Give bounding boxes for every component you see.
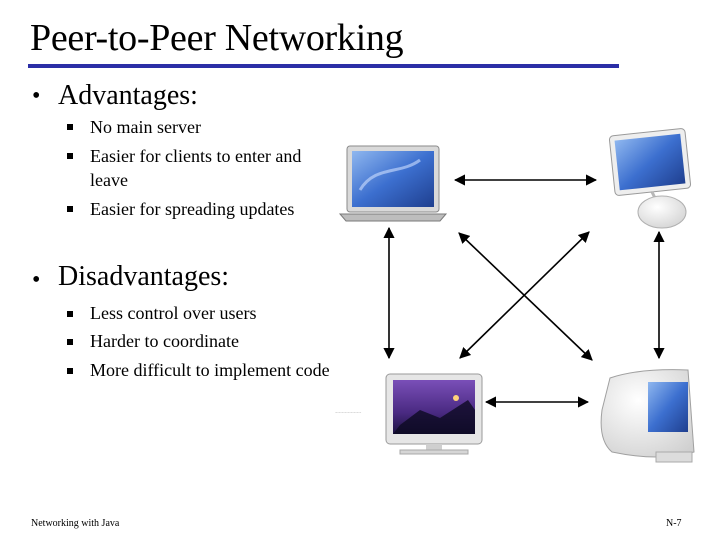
advantage-item: No main server: [90, 117, 201, 137]
stray-caption: ...................................: [335, 410, 362, 414]
disadvantage-item: More difficult to implement code: [90, 360, 330, 380]
laptop-icon: [338, 145, 448, 222]
slide-title: Peer-to-Peer Networking: [30, 17, 404, 59]
link-laptop-emac: [458, 232, 593, 361]
sub-bullet-marker: [67, 339, 73, 345]
bullet-disadvantages: •: [32, 267, 41, 293]
sub-bullet-marker: [67, 206, 73, 212]
emac-icon: [600, 369, 695, 463]
bullet-advantages: •: [32, 83, 41, 109]
monitor-icon: [385, 373, 483, 455]
disadvantage-item: Less control over users: [90, 303, 257, 323]
footer-course-title: Networking with Java: [31, 518, 120, 529]
sub-bullet-marker: [67, 311, 73, 317]
title-underline: [28, 64, 619, 68]
connection-links: [383, 174, 665, 408]
sub-bullet-marker: [67, 368, 73, 374]
sub-bullet-marker: [67, 124, 73, 130]
disadvantage-item: Harder to coordinate: [90, 331, 239, 351]
advantages-heading: Advantages:: [58, 80, 198, 111]
advantage-item: Easier for clients to enter and leave: [90, 146, 302, 190]
sub-bullet-marker: [67, 153, 73, 159]
advantage-item: Easier for spreading updates: [90, 199, 295, 219]
link-imac-display: [459, 231, 590, 359]
imac-icon: [608, 128, 692, 229]
footer-page-number: N-7: [666, 518, 682, 529]
disadvantages-heading: Disadvantages:: [58, 261, 230, 292]
